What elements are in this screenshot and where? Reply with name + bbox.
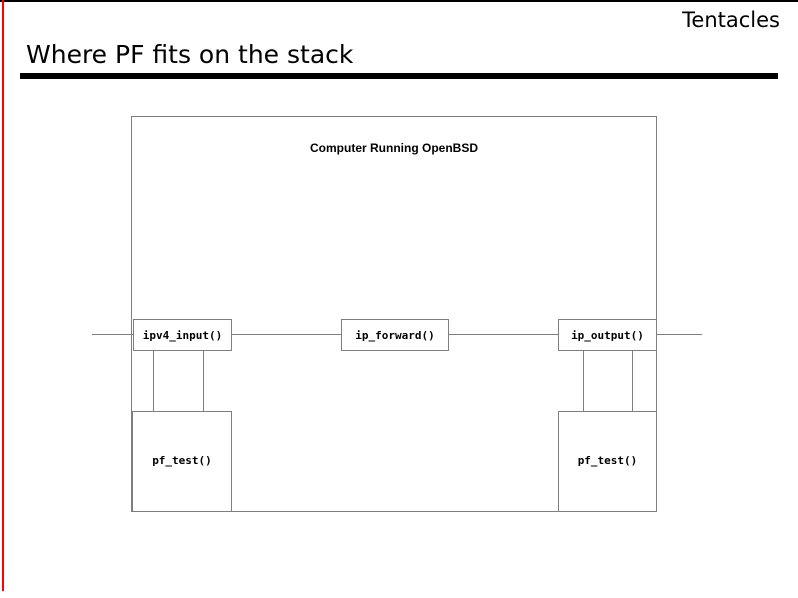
node-ip-forward-label: ip_forward() xyxy=(355,329,435,342)
node-ip-forward: ip_forward() xyxy=(341,319,449,351)
deck-name: Tentacles xyxy=(682,8,780,32)
node-ipv4-input: ipv4_input() xyxy=(133,319,232,351)
wire-ip-output-to-pf-test-right-b xyxy=(632,350,633,412)
wire-ip-output-to-pf-test-right-a xyxy=(583,350,584,412)
top-border-rule xyxy=(0,0,798,2)
wire-external-to-ipv4-input xyxy=(92,334,134,335)
node-ip-output: ip_output() xyxy=(558,319,657,351)
wire-ipv4-input-to-pf-test-left-b xyxy=(203,350,204,412)
wire-ipv4-input-to-ip-forward xyxy=(231,334,342,335)
page-title: Where PF fits on the stack xyxy=(26,40,354,69)
wire-ip-output-to-external xyxy=(656,334,702,335)
wire-ip-forward-to-ip-output xyxy=(448,334,559,335)
node-pf-test-outbound: pf_test() xyxy=(558,411,657,512)
host-boundary-label: Computer Running OpenBSD xyxy=(310,141,478,155)
node-pf-test-outbound-label: pf_test() xyxy=(577,454,638,467)
wire-ipv4-input-to-pf-test-left-a xyxy=(153,350,154,412)
title-underline-rule xyxy=(20,73,778,79)
node-ip-output-label: ip_output() xyxy=(571,329,644,342)
node-pf-test-inbound: pf_test() xyxy=(132,411,232,512)
left-accent-rule xyxy=(2,0,4,591)
node-pf-test-inbound-label: pf_test() xyxy=(152,454,212,467)
node-ipv4-input-label: ipv4_input() xyxy=(142,329,223,342)
